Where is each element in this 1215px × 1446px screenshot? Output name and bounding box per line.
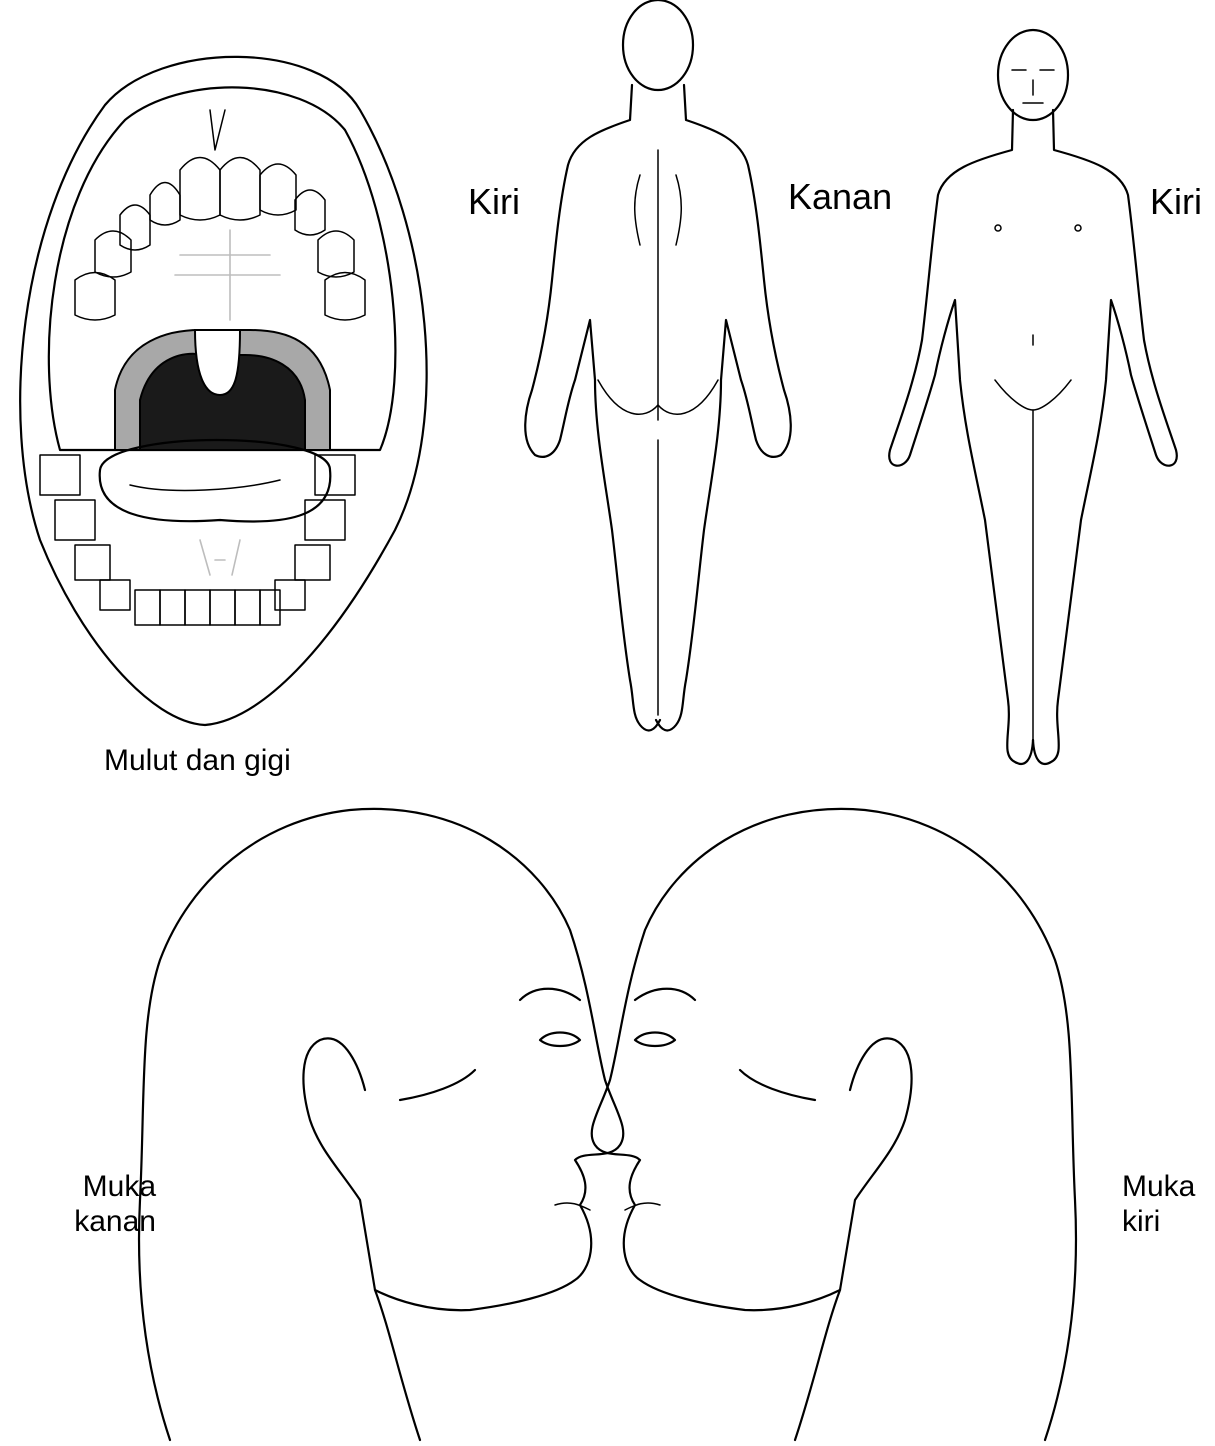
head-left-profile-illustration [592, 809, 1076, 1440]
left-face-caption-line1: Muka [1122, 1170, 1212, 1205]
left-face-caption: Muka kiri [1122, 1170, 1212, 1239]
back-view-left-label: Kiri [468, 181, 520, 222]
mouth-caption: Mulut dan gigi [104, 744, 291, 779]
body-front-illustration [889, 30, 1177, 764]
left-face-caption-line2: kiri [1122, 1205, 1212, 1240]
head-right-profile-illustration [139, 809, 623, 1440]
mouth-illustration [20, 57, 426, 725]
back-view-right-label: Kanan [788, 176, 892, 217]
right-face-caption-line1: Muka [56, 1170, 156, 1205]
front-view-left-label: Kiri [1150, 181, 1202, 222]
body-back-illustration [525, 0, 791, 730]
right-face-caption: Muka kanan [56, 1170, 156, 1239]
right-face-caption-line2: kanan [56, 1205, 156, 1240]
